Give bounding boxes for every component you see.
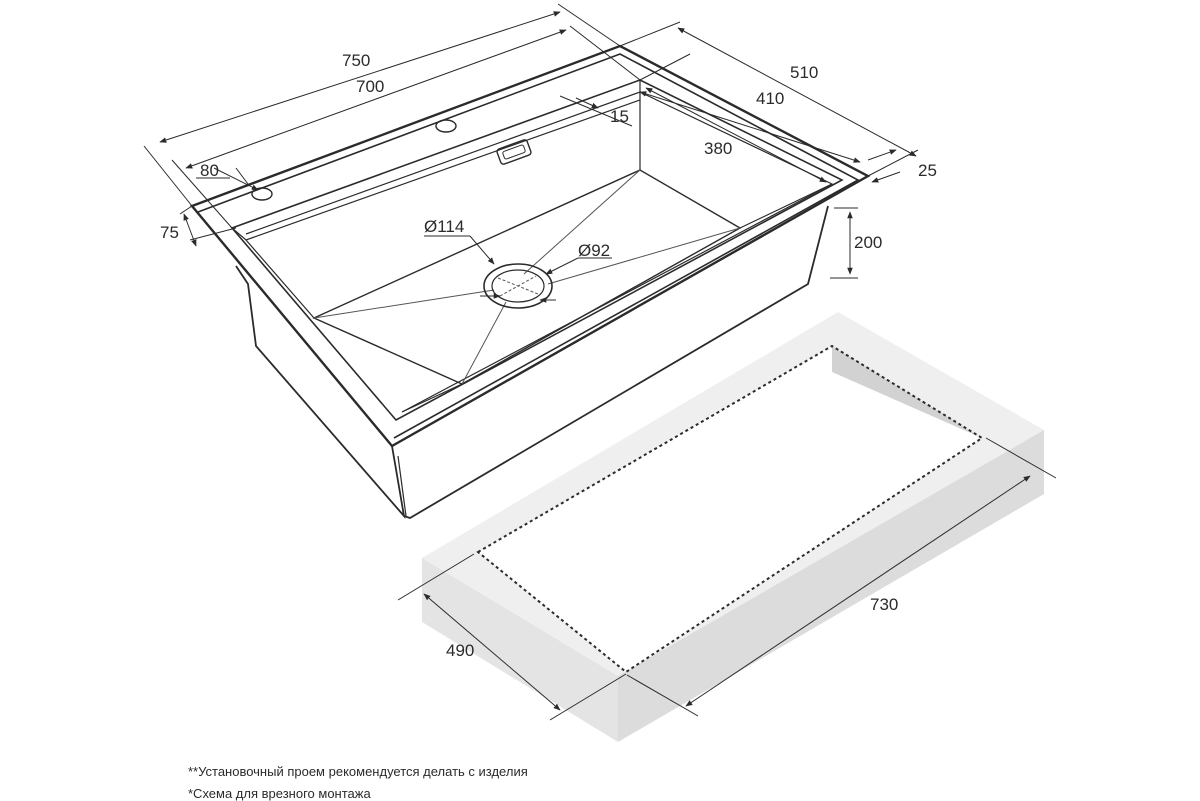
drain-92-leader: [545, 257, 579, 275]
bowl-wall-right: [739, 183, 833, 229]
tap-hole-left: [251, 187, 273, 201]
cutout-length-dim-line: [685, 475, 1031, 707]
sink-body-right: [403, 205, 829, 519]
cutout-recommendation-note: **Установочный проем рекомендуется делат…: [188, 764, 528, 779]
cutout-dashed-outline: [476, 344, 984, 674]
bowl-bottom: [312, 169, 742, 385]
length-700-label: 700: [356, 77, 384, 96]
sink-body-edge: [397, 455, 407, 517]
cutout-width-ext-line: [397, 553, 475, 601]
drain-outer-ring: [483, 263, 553, 309]
cutout-length-label: 730: [870, 595, 898, 614]
length-750-label: 750: [342, 51, 370, 70]
tap-hole-center: [435, 119, 457, 133]
sink: [189, 44, 871, 520]
drain-114-leader: [469, 235, 495, 265]
bowl-wall-front: [401, 383, 463, 413]
sink-dimensions: 750 700 510 410 380 15 25 80 75 200 Ø114…: [143, 3, 937, 303]
width-410-label: 410: [756, 89, 784, 108]
length-700-dim-line: [185, 29, 567, 169]
width-380-dim-line: [645, 87, 827, 183]
cutout-length-ext-line: [985, 437, 1057, 479]
bowl-wall-left: [245, 239, 315, 319]
cutout-width-label: 490: [446, 641, 474, 660]
cutout-width-dim-line: [423, 593, 561, 711]
depth-200-label: 200: [854, 233, 882, 252]
drain-inner-diameter-label: Ø92: [578, 241, 610, 260]
sink-body-left: [235, 265, 406, 520]
bowl-rear-ledge: [231, 80, 641, 241]
bowl-drain-grooves: [313, 169, 741, 385]
cutout-length-ext-line-2: [626, 674, 699, 717]
tap-offset-75-label: 75: [160, 223, 179, 242]
bowl-rim-inner: [245, 91, 834, 413]
width-510-label: 510: [790, 63, 818, 82]
countertop-slab-front: [618, 430, 1044, 742]
offset-15-leader: [559, 95, 633, 127]
tap-offset-75-dim-line: [183, 213, 197, 247]
countertop-cutout: 730 490: [397, 312, 1057, 742]
drain: [483, 263, 553, 309]
tap-offset-80-label: 80: [200, 161, 219, 180]
overflow-slot: [496, 139, 532, 165]
drain-outer-diameter-label: Ø114: [424, 217, 464, 236]
offset-25-label: 25: [918, 161, 937, 180]
cutout-width-ext-line-2: [549, 673, 627, 721]
drain-inner-ring: [491, 269, 545, 303]
width-380-label: 380: [704, 139, 732, 158]
width-510-dim-line: [677, 27, 917, 157]
offset-25-dim-arrow-a: [867, 149, 897, 161]
tap-offset-80-leader: [213, 167, 259, 191]
mounting-type-note: *Схема для врезного монтажа: [188, 786, 371, 801]
offset-15-label: 15: [610, 107, 629, 126]
offset-25-dim-arrow-b: [871, 171, 901, 183]
